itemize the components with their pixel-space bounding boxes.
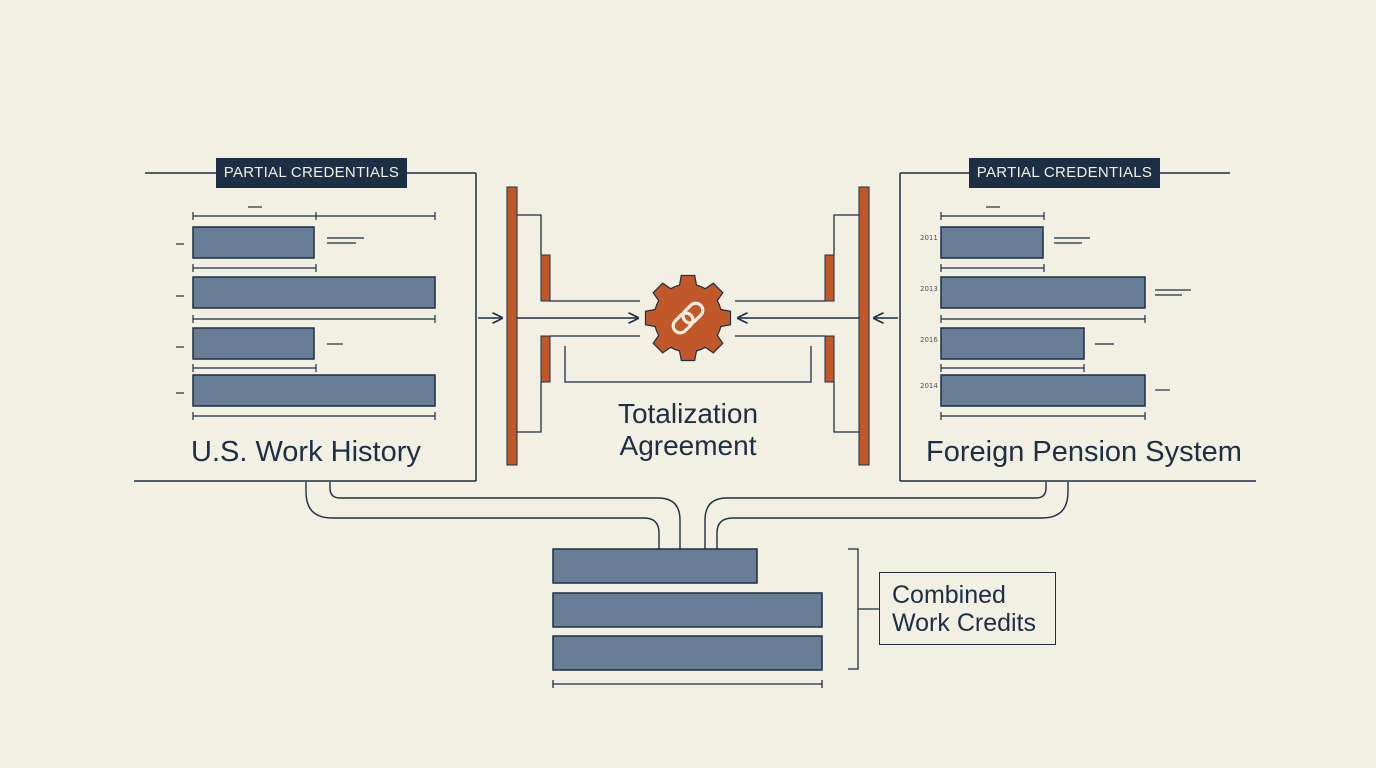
combined-bar-2 bbox=[552, 592, 823, 628]
right-bars bbox=[940, 226, 1146, 407]
right-orange-bracket bbox=[824, 186, 870, 466]
left-panel-frame bbox=[134, 172, 477, 482]
year-label-1: 2011 bbox=[920, 234, 938, 242]
bracket-connectors bbox=[517, 214, 859, 433]
chain-link-gear-icon bbox=[644, 274, 732, 362]
combined-bars bbox=[552, 548, 823, 671]
left-bar-1 bbox=[192, 226, 315, 259]
right-bar-1 bbox=[940, 226, 1044, 259]
combined-work-credits-label: Combined Work Credits bbox=[879, 572, 1056, 645]
year-label-3: 2016 bbox=[920, 336, 938, 344]
flow-lines bbox=[305, 482, 1069, 549]
right-dimension-lines bbox=[940, 206, 1191, 420]
left-panel-title: U.S. Work History bbox=[191, 436, 421, 468]
right-bar-3 bbox=[940, 327, 1085, 360]
combined-line2: Work Credits bbox=[892, 609, 1037, 637]
left-bar-4 bbox=[192, 374, 436, 407]
year-label-4: 2014 bbox=[920, 382, 938, 390]
left-bar-3 bbox=[192, 327, 315, 360]
left-partial-credentials-tag: PARTIAL CREDENTIALS bbox=[216, 158, 407, 188]
right-bar-2 bbox=[940, 276, 1146, 309]
combined-dimension bbox=[552, 548, 879, 688]
right-partial-credentials-tag: PARTIAL CREDENTIALS bbox=[969, 158, 1160, 188]
left-bar-2 bbox=[192, 276, 436, 309]
left-dimension-lines bbox=[176, 206, 436, 420]
center-title-line1: Totalization bbox=[617, 398, 759, 429]
combined-line1: Combined bbox=[892, 581, 1006, 609]
right-bar-4 bbox=[940, 374, 1146, 407]
right-panel-frame bbox=[899, 172, 1256, 482]
left-bars bbox=[192, 226, 436, 407]
center-title-line2: Agreement bbox=[619, 430, 757, 461]
year-label-2: 2013 bbox=[920, 285, 938, 293]
left-orange-bracket bbox=[506, 186, 551, 466]
combined-bar-3 bbox=[552, 635, 823, 671]
center-title: Totalization Agreement bbox=[568, 398, 808, 462]
right-panel-title: Foreign Pension System bbox=[926, 436, 1242, 468]
combined-bar-1 bbox=[552, 548, 758, 584]
